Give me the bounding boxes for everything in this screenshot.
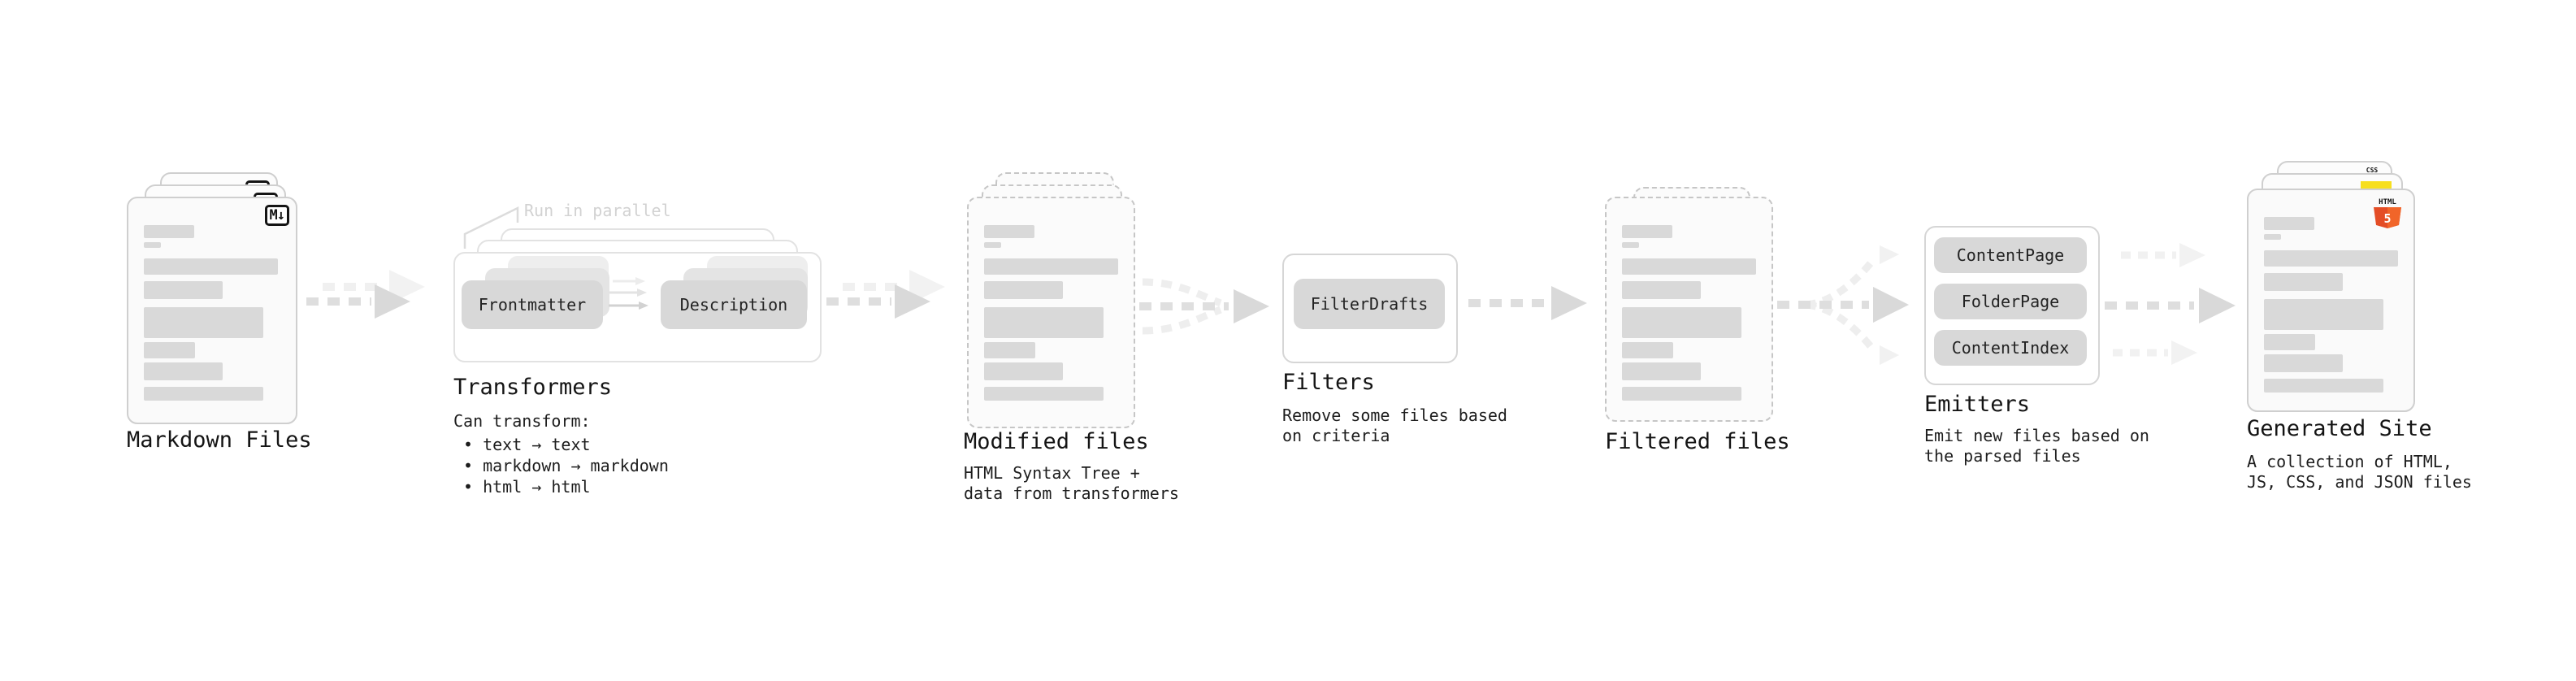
emitters-label: Emitters: [1924, 392, 2031, 417]
modified-files-label: Modified files: [964, 429, 1149, 454]
modified-files-stack: [967, 172, 1138, 428]
transform-bullet: • text → text: [463, 435, 591, 454]
folderpage-pill: FolderPage: [1934, 284, 2087, 319]
filtered-file-card: [1605, 197, 1773, 422]
arrow-filtered-to-emitters: [1777, 245, 1909, 365]
markdown-files-label: Markdown Files: [127, 427, 312, 453]
generated-site-desc: A collection of HTML, JS, CSS, and JSON …: [2247, 452, 2472, 492]
description-pill: Description: [661, 280, 807, 329]
filterdrafts-pill: FilterDrafts: [1294, 279, 1445, 329]
document-skeleton: [984, 198, 1121, 401]
html-file-card: HTML 5: [2247, 189, 2415, 412]
callout-leader-line: [463, 206, 519, 249]
document-skeleton: [2264, 190, 2400, 393]
modified-file-card: [967, 197, 1135, 428]
filters-desc: Remove some files based on criteria: [1282, 406, 1507, 445]
transformers-desc-title: Can transform:: [453, 411, 591, 431]
arrow-emitters-to-generated-top: [2121, 243, 2205, 267]
modified-files-desc: HTML Syntax Tree + data from transformer…: [964, 463, 1179, 503]
emitters-desc: Emit new files based on the parsed files: [1924, 426, 2149, 466]
transform-bullet: • markdown → markdown: [463, 456, 669, 475]
arrow-emitters-to-generated-bottom: [2113, 340, 2197, 365]
markdown-files-stack: M↓ M↓ M↓: [127, 172, 297, 424]
transform-arrows: [608, 277, 648, 310]
arrow-markdown-to-transformers: [306, 270, 425, 319]
transform-bullet: • html → html: [463, 477, 591, 497]
svg-text:5: 5: [2383, 211, 2391, 226]
generated-site-stack: CSS HTML 5: [2247, 161, 2418, 413]
frontmatter-pill: Frontmatter: [462, 280, 603, 329]
markdown-file-card: M↓: [127, 197, 297, 424]
generated-site-label: Generated Site: [2247, 416, 2432, 441]
markdown-icon: M↓: [264, 205, 289, 226]
transformers-label: Transformers: [453, 375, 613, 400]
arrow-transformers-to-modified: [826, 270, 945, 319]
contentpage-pill: ContentPage: [1934, 237, 2087, 273]
html5-icon: HTML 5: [2374, 198, 2401, 228]
filtered-files-stack: [1605, 187, 1776, 423]
arrow-filters-to-filtered: [1468, 286, 1587, 320]
transformers-bullet-list: • text → text • markdown → markdown • ht…: [453, 434, 669, 497]
svg-text:HTML: HTML: [2379, 198, 2396, 206]
run-in-parallel-callout: Run in parallel: [524, 201, 671, 220]
arrow-emitters-to-generated-mid: [2105, 288, 2236, 323]
document-skeleton: [144, 198, 283, 401]
filtered-files-label: Filtered files: [1605, 429, 1790, 454]
contentindex-pill: ContentIndex: [1934, 330, 2087, 366]
arrow-modified-to-filters: [1139, 278, 1269, 335]
document-skeleton: [1622, 198, 1759, 401]
filters-label: Filters: [1282, 370, 1375, 395]
